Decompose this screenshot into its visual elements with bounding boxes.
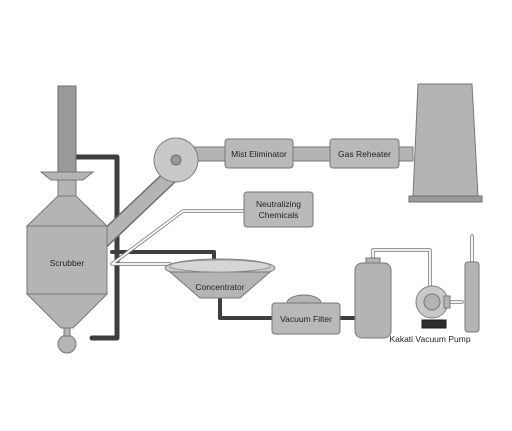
vacuum-pump-base	[421, 319, 447, 329]
mist-eliminator-box	[224, 138, 294, 169]
vacuum-pump: Kakati Vacuum Pump	[389, 285, 471, 344]
vacuum-filter-label: Vacuum Filter	[280, 314, 332, 324]
separator-pump-line-inner	[372, 249, 431, 291]
neutralizing-chemicals-label-line1: Neutralizing	[256, 199, 301, 209]
stack-base	[408, 195, 483, 203]
exhaust-pipe	[464, 261, 480, 333]
concentrator-top	[169, 259, 271, 273]
neutralizing-chemicals-box	[243, 191, 314, 228]
duct-fan-mist	[194, 146, 226, 162]
scrubber-hood	[39, 171, 95, 181]
neutralizing-chemicals-label-line2: Chemicals	[259, 210, 299, 220]
neutralizing-chemicals: Neutralizing Chemicals	[243, 191, 314, 228]
concentrator-label: Concentrator	[195, 282, 244, 292]
gas-reheater: Gas Reheater	[329, 138, 400, 169]
scrubber-drain-valve	[57, 334, 77, 354]
mist-eliminator-label: Mist Eliminator	[231, 149, 287, 159]
duct-mist-reheater	[292, 146, 331, 162]
separator-tank	[354, 257, 392, 339]
scrubber-stack-pipe	[57, 85, 77, 179]
scrubber-body	[26, 225, 108, 295]
fan-hub	[170, 154, 182, 166]
vacuum-pump-outlet	[443, 295, 451, 309]
stack-body	[412, 83, 479, 197]
exhaust-pipe-body	[464, 261, 480, 333]
mist-eliminator: Mist Eliminator	[224, 138, 294, 169]
pipes	[63, 146, 474, 341]
gas-reheater-label: Gas Reheater	[338, 149, 391, 159]
stack	[408, 83, 483, 203]
vacuum-filter: Vacuum Filter	[271, 294, 341, 335]
scrubber: Scrubber	[25, 85, 109, 354]
vacuum-filter-box	[271, 302, 341, 335]
scrubber-bottom-cone	[25, 293, 109, 329]
vacuum-pump-rotor	[423, 293, 441, 311]
chemical-feed-line-inner	[111, 210, 245, 265]
scrubber-label: Scrubber	[50, 258, 85, 268]
concentrator: Concentrator	[164, 258, 276, 299]
concentrator-filter-pipe	[218, 296, 274, 320]
scrubber-top-cone	[25, 195, 109, 227]
scrubber-neck	[57, 179, 77, 197]
fan	[153, 137, 199, 183]
separator-tank-body	[354, 262, 392, 339]
flue-duct-incline-fill	[90, 164, 183, 253]
gas-reheater-box	[329, 138, 400, 169]
scrubber-drain-neck	[63, 327, 71, 337]
duct-reheater-stack	[398, 146, 414, 162]
vacuum-pump-label: Kakati Vacuum Pump	[389, 334, 470, 344]
